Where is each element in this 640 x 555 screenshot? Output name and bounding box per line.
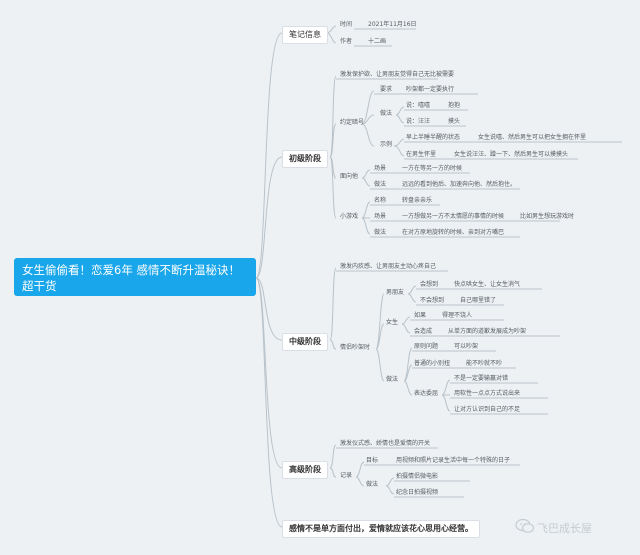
primary-say2: 说：汪汪 [406, 118, 431, 125]
primary-code-method-label: 做法 [380, 110, 393, 117]
branch-primary[interactable]: 初级阶段 [282, 150, 328, 168]
middle-intro: 激发内疚感、让男朋友主动心疼自己 [340, 263, 437, 270]
middle-m3-a: 不是一定要输赢对错 [454, 375, 509, 382]
primary-face-method-label: 做法 [374, 181, 387, 188]
middle-method-label: 做法 [386, 376, 399, 383]
notes-author-label: 作者 [340, 38, 353, 45]
middle-m2-value: 能不吵就不吵 [466, 360, 503, 367]
middle-bf-label: 男朋友 [386, 289, 405, 296]
middle-bf-not: 不会想到 [420, 297, 445, 304]
middle-m3-c: 让对方认识到自己的不足 [454, 406, 521, 413]
primary-require-value: 吵架都一定要执行 [406, 86, 455, 93]
advanced-record-label: 记录 [340, 472, 353, 479]
primary-code-label: 约定暗号 [340, 119, 365, 126]
notes-time-value: 2021年11月16日 [368, 21, 417, 28]
notes-time-label: 时间 [340, 21, 353, 28]
middle-m2: 普通的小别扭 [414, 360, 451, 367]
middle-bf-think: 会想到 [420, 281, 439, 288]
primary-game-label: 小游戏 [340, 213, 359, 220]
middle-gf-cause-value: 从单方面的道歉发展成为吵架 [448, 328, 527, 335]
branch-middle[interactable]: 中级阶段 [282, 333, 328, 351]
primary-say2-act: 摸头 [448, 118, 461, 125]
primary-face-scene-label: 场景 [374, 165, 387, 172]
primary-ex2-detail: 女生说汪汪、蹭一下、然后男生可以摸摸头 [454, 151, 569, 158]
primary-example-label: 示例 [380, 141, 393, 148]
primary-game-method-label: 做法 [374, 229, 387, 236]
primary-ex2: 在男生怀里 [406, 151, 437, 158]
middle-m1-value: 可以吵架 [454, 343, 479, 350]
primary-game-scene-label: 场景 [374, 213, 387, 220]
primary-game-scene-value: 一方想做另一方不太情愿的事情的时候 [402, 213, 505, 220]
watermark-text: 飞巴成长屋 [537, 522, 592, 535]
middle-gf-cause: 会造成 [414, 328, 433, 335]
middle-bf-not-value: 自己哪里错了 [460, 297, 497, 304]
primary-face-label: 面向他 [340, 173, 359, 180]
middle-m3: 表达委屈 [414, 390, 439, 397]
primary-game-method-value: 在对方原地旋转的时候、亲到对方嘴巴 [402, 229, 505, 236]
primary-intro: 激发保护欲、让男朋友觉得自己无比被需要 [340, 71, 455, 78]
primary-ex1: 早上半睡半醒的状态 [406, 134, 461, 141]
middle-m1: 原则问题 [414, 343, 439, 350]
primary-face-scene-value: 一方在等另一方的时候 [402, 165, 463, 172]
primary-say1: 说：嘻嘻 [406, 102, 431, 109]
primary-face-method-value: 远远的看到他后、加速奔向他、然后抱住。 [402, 181, 517, 188]
advanced-m1: 拍摄情侣微电影 [396, 473, 439, 480]
middle-bf-think-value: 快点哄女生、让女生消气 [454, 281, 521, 288]
primary-game-name-value: 转盘亲亲乐 [402, 197, 433, 204]
middle-m3-b: 用软性一点点方式说出来 [454, 390, 521, 397]
primary-say1-act: 抱抱 [448, 102, 461, 109]
middle-gf-if-value: 得理不饶人 [442, 312, 473, 319]
advanced-goal-value: 用视频和照片记录生活中每一个特殊的日子 [396, 457, 511, 464]
middle-gf-if: 如果 [414, 312, 427, 319]
primary-game-name-label: 名称 [374, 197, 387, 204]
notes-author-value: 十二画 [368, 38, 387, 45]
branch-conclusion[interactable]: 感情不是单方面付出，爱情就应该花心思用心经营。 [282, 520, 480, 538]
advanced-method-label: 做法 [366, 481, 379, 488]
middle-quarrel-label: 情侣吵架时 [340, 344, 371, 351]
advanced-m2: 纪念日拍摄视频 [396, 489, 439, 496]
advanced-goal-label: 目标 [366, 457, 379, 464]
root-topic[interactable]: 女生偷偷看！恋爱6年 感情不断升温秘诀！超干货 [14, 258, 256, 296]
branch-advanced[interactable]: 高级阶段 [282, 461, 328, 479]
wechat-logo-icon [515, 518, 535, 533]
primary-require-label: 要求 [380, 86, 393, 93]
primary-game-scene-ex: 比如男生想玩游戏时 [520, 213, 575, 220]
middle-gf-label: 女生 [386, 319, 399, 326]
branch-notes[interactable]: 笔记信息 [282, 26, 328, 44]
advanced-intro: 激发仪式感、娇情也是爱情的开关 [340, 440, 431, 447]
primary-ex1-detail: 女生说嘻、然后男生可以把女生拥在怀里 [478, 134, 587, 141]
